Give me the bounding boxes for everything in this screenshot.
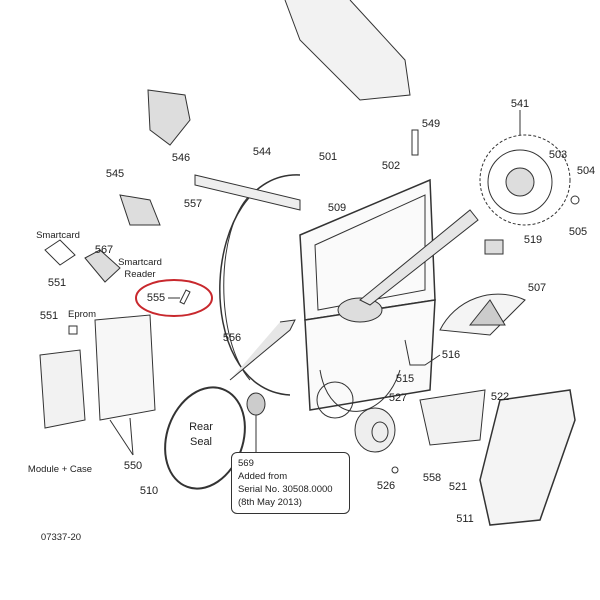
caption-rear-seal-1: Rear [189,421,213,433]
part-label-526: 526 [376,480,396,492]
part-label-567: 567 [94,244,114,256]
caption-smartcard-reader-1: Smartcard [118,257,162,268]
note-line-1: Added from [238,471,288,482]
part-label-555: 555 [146,292,166,304]
caption-smartcard: Smartcard [36,230,80,241]
caption-module-case: Module + Case [27,464,93,475]
part-label-502: 502 [381,160,401,172]
caption-eprom: Eprom [68,309,96,320]
part-label-504: 504 [576,165,596,177]
part-label-503: 503 [548,149,568,161]
part-label-519: 519 [523,234,543,246]
note-box-569: 569 Added from Serial No. 30508.0000 (8t… [231,452,350,514]
part-label-515: 515 [395,373,415,385]
part-label-558: 558 [422,472,442,484]
part-label-516: 516 [441,349,461,361]
part-label-522: 522 [490,391,510,403]
caption-smartcard-reader-2: Reader [124,269,156,280]
note-line-3: (8th May 2013) [238,497,302,508]
drawing-number: 07337-20 [40,532,82,543]
part-label-544: 544 [252,146,272,158]
part-label-510: 510 [139,485,159,497]
part-label-501: 501 [318,151,338,163]
part-label-550: 550 [123,460,143,472]
note-part-number: 569 [238,458,254,469]
note-line-2: Serial No. 30508.0000 [238,484,333,495]
part-label-546: 546 [171,152,191,164]
part-label-527: 527 [388,392,408,404]
part-label-551-smartcard: 551 [47,277,67,289]
part-label-505: 505 [568,226,588,238]
part-label-509: 509 [327,202,347,214]
rear-seal-ring [164,386,246,490]
part-label-511: 511 [456,513,474,525]
part-label-551-eprom: 551 [39,310,59,322]
part-label-507: 507 [527,282,547,294]
part-label-541: 541 [510,98,530,110]
part-label-521: 521 [448,481,468,493]
highlight-ring-555 [135,279,213,317]
part-label-557: 557 [183,198,203,210]
part-label-556: 556 [222,332,242,344]
part-label-549: 549 [421,118,441,130]
part-label-545: 545 [105,168,125,180]
drum-outline [219,174,301,396]
caption-rear-seal-2: Seal [189,436,213,448]
